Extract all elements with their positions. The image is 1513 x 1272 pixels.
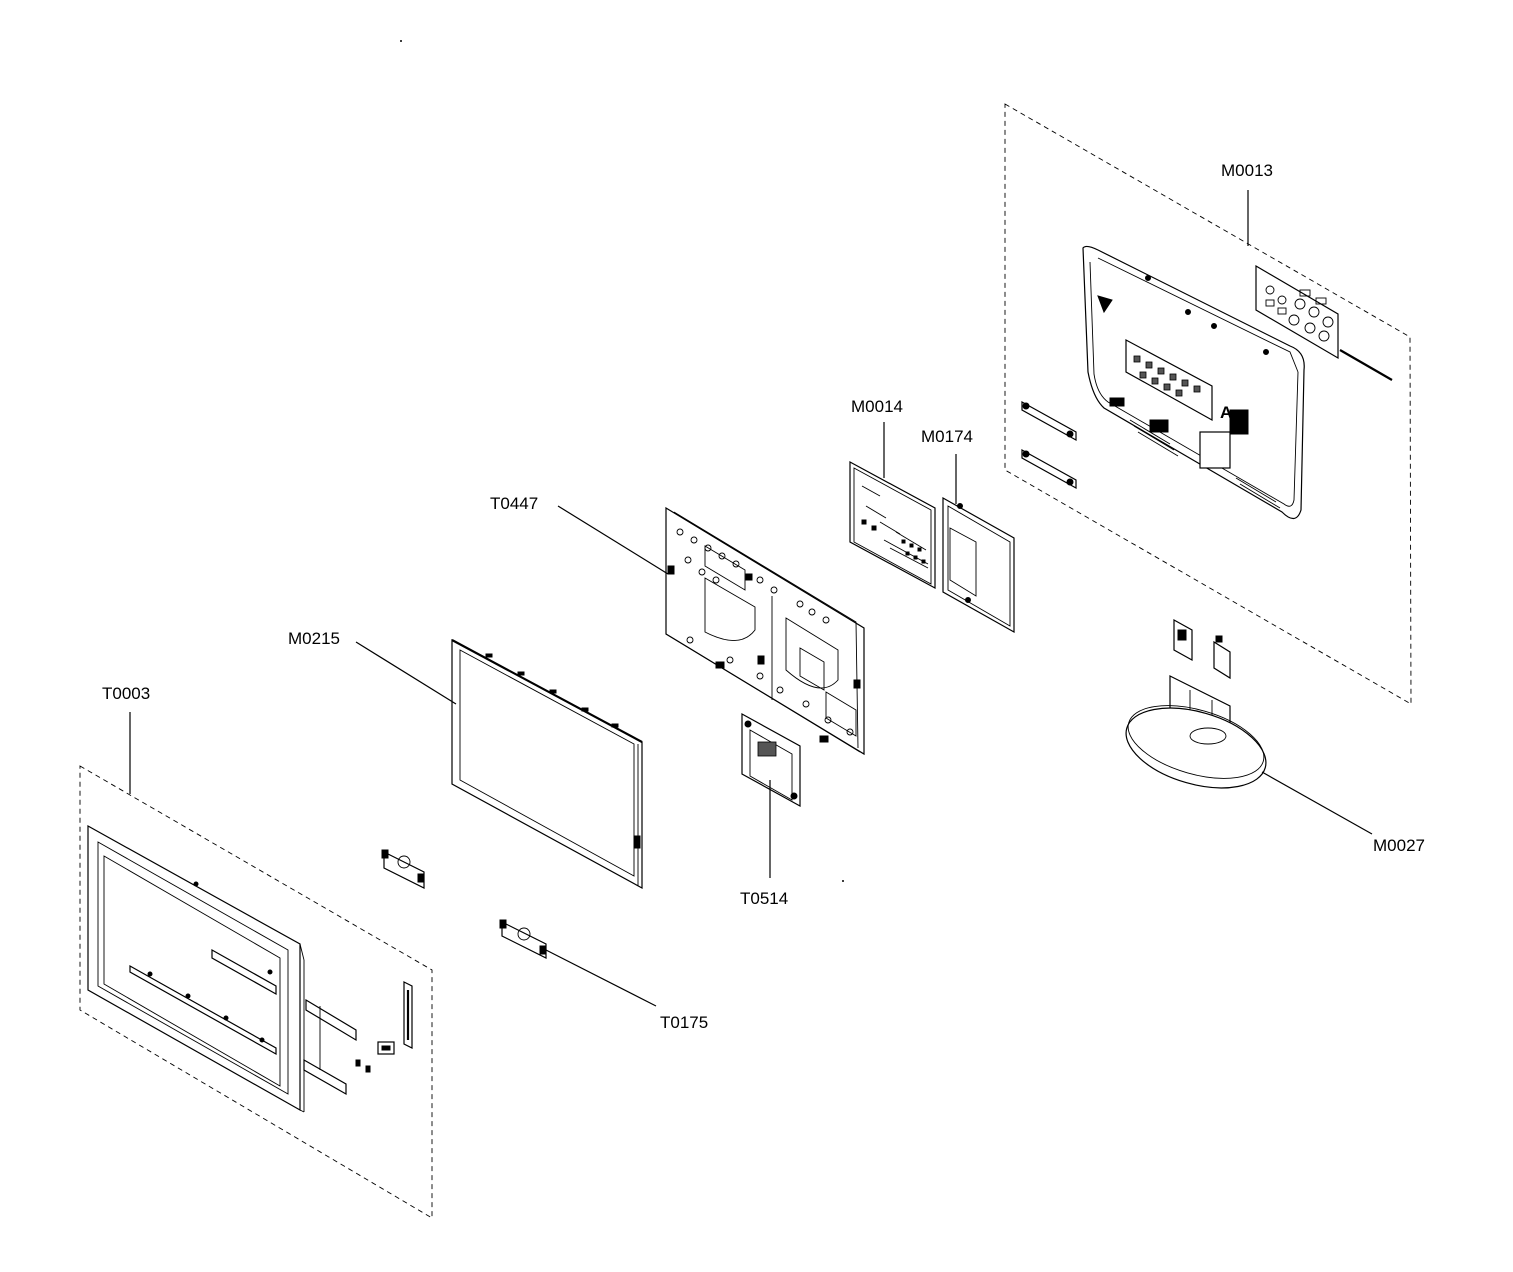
label-M0014: M0014 xyxy=(851,397,903,416)
part-sub-board xyxy=(942,454,1015,634)
part-chassis-frame xyxy=(557,505,865,756)
label-T0175: T0175 xyxy=(660,1013,708,1032)
label-T0003: T0003 xyxy=(102,684,150,703)
part-rear-cover: A xyxy=(1004,103,1412,705)
label-M0027: M0027 xyxy=(1373,836,1425,855)
label-M0013: M0013 xyxy=(1221,161,1273,180)
svg-text:A: A xyxy=(1220,403,1232,422)
part-stand xyxy=(1125,618,1373,835)
part-lcd-panel xyxy=(355,638,643,890)
part-main-board xyxy=(849,422,936,590)
label-M0174: M0174 xyxy=(921,427,973,446)
part-speaker-lower xyxy=(499,919,657,1007)
label-M0215: M0215 xyxy=(288,629,340,648)
part-front-bezel xyxy=(79,712,433,1219)
part-speaker-upper xyxy=(381,849,425,889)
part-bracket xyxy=(741,712,801,878)
label-T0514: T0514 xyxy=(740,889,788,908)
label-T0447: T0447 xyxy=(490,494,538,513)
